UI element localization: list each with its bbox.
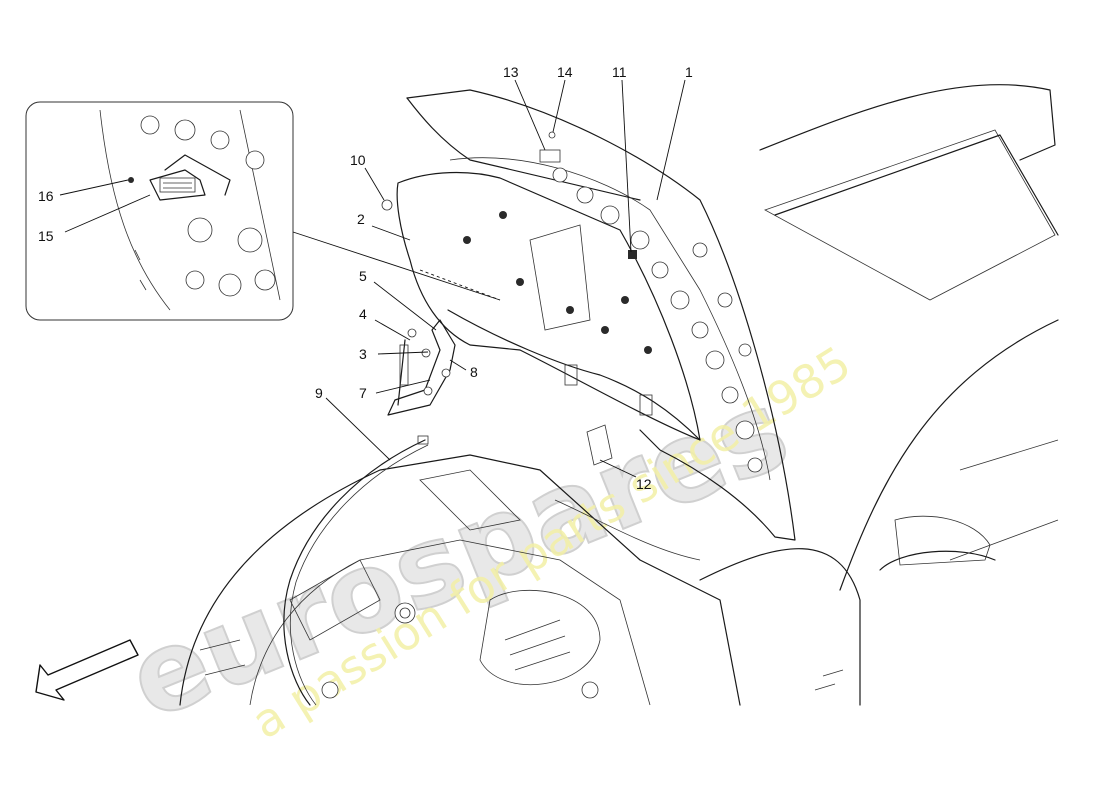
hood-hinge-assembly bbox=[387, 319, 456, 416]
callout-2: 2 bbox=[357, 211, 365, 227]
hood-seal-plate bbox=[539, 149, 561, 163]
engine-bay bbox=[179, 454, 741, 706]
hood-plug bbox=[381, 199, 393, 211]
callout-9: 9 bbox=[315, 385, 323, 401]
hood-release-cable bbox=[283, 435, 429, 706]
hood-label-sticker bbox=[586, 424, 613, 466]
callouts: 1 2 3 4 5 7 8 9 10 11 12 13 14 15 16 bbox=[38, 64, 693, 492]
callout-7: 7 bbox=[359, 385, 367, 401]
callout-15: 15 bbox=[38, 228, 54, 244]
hood-stay-rod bbox=[447, 309, 701, 441]
hood-seal-pin bbox=[548, 131, 556, 139]
detail-link-dashed bbox=[419, 269, 501, 301]
detail-link-line bbox=[292, 231, 501, 301]
car-body bbox=[699, 84, 1059, 706]
hood-insulation bbox=[396, 171, 701, 441]
callout-11: 11 bbox=[612, 64, 627, 80]
front-direction-arrow-icon bbox=[35, 639, 139, 701]
callout-16: 16 bbox=[38, 188, 54, 204]
callout-1: 1 bbox=[685, 64, 693, 80]
callout-5: 5 bbox=[359, 268, 367, 284]
callout-3: 3 bbox=[359, 346, 367, 362]
leader-lines bbox=[59, 79, 686, 478]
callout-12: 12 bbox=[636, 476, 652, 492]
callout-8: 8 bbox=[470, 364, 478, 380]
callout-14: 14 bbox=[557, 64, 573, 80]
callout-4: 4 bbox=[359, 306, 367, 322]
hood-inner-frame bbox=[449, 157, 771, 481]
callout-10: 10 bbox=[350, 152, 366, 168]
callout-13: 13 bbox=[503, 64, 519, 80]
watermark: eurospares a passion for parts since 198… bbox=[111, 335, 860, 749]
hood-outer-panel bbox=[406, 89, 796, 541]
hood-bumper bbox=[628, 250, 637, 259]
detail-inset bbox=[25, 101, 294, 321]
